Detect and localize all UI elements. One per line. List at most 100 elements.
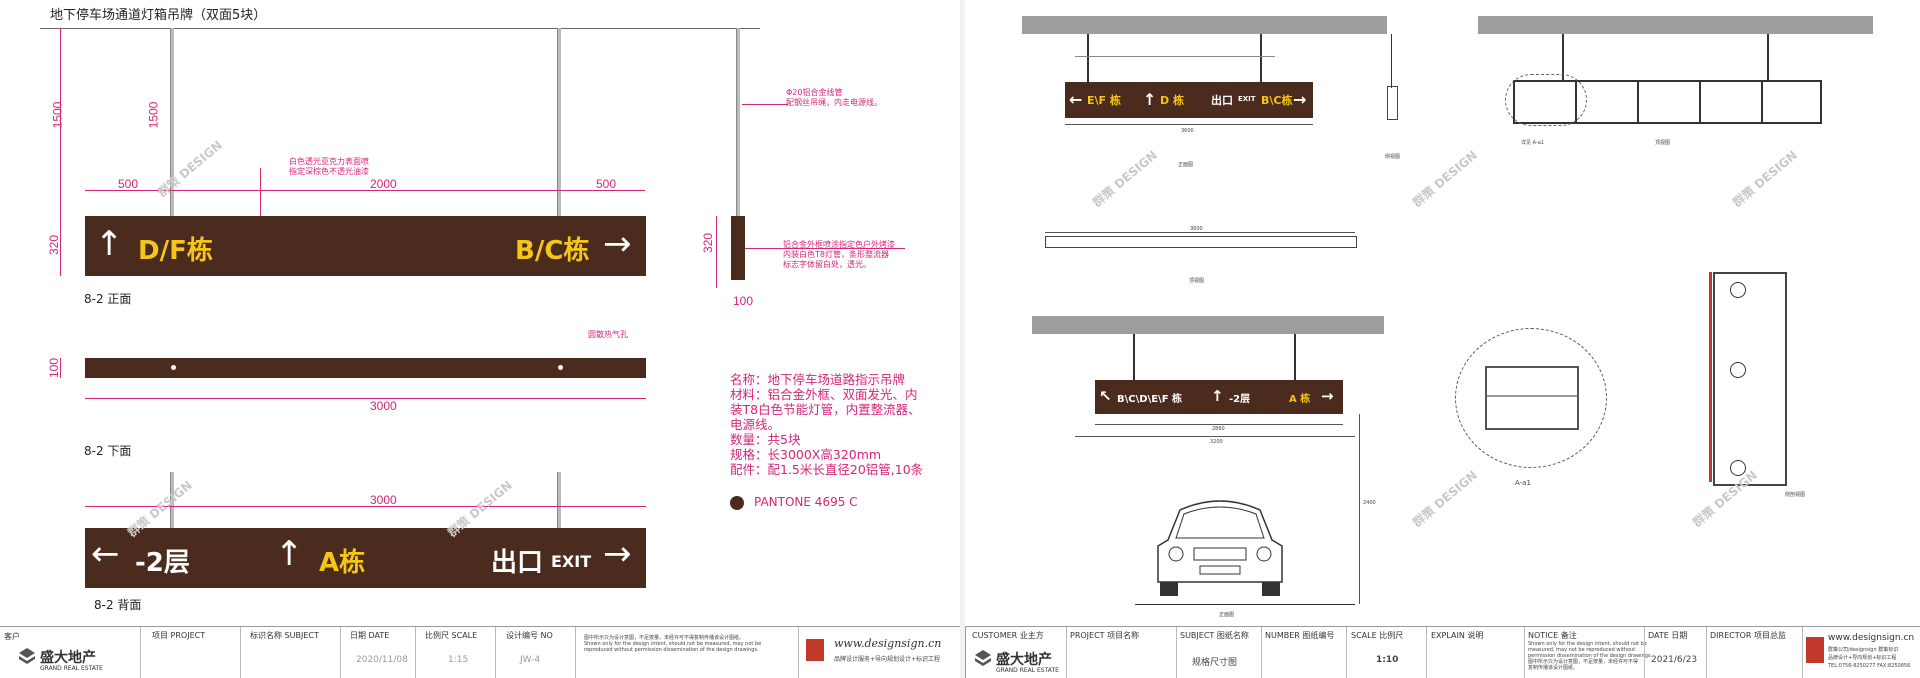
- dim-320: 320: [47, 234, 62, 256]
- leader-line: [742, 104, 788, 105]
- date-header: 日期 DATE: [350, 631, 390, 640]
- project-header: PROJECT 项目名称: [1070, 631, 1140, 640]
- frame-note: 铝合金外框喷涂指定色户外烤漆内装白色T8灯管，条形整流器标志字体留白处，透光。: [783, 240, 895, 269]
- cell-divider: [340, 627, 341, 678]
- vent-hole: [171, 365, 176, 370]
- dim-3000: 3000: [370, 493, 397, 507]
- detail-label: 详见 A-a1: [1521, 140, 1544, 146]
- cell-divider: [1644, 627, 1645, 678]
- back-view-label: 8-2 背面: [94, 598, 142, 612]
- cell-divider: [1426, 627, 1427, 678]
- aa1-label: A-a1: [1515, 479, 1531, 487]
- dim-1500: 1500: [146, 101, 161, 129]
- cell-divider: [1802, 627, 1803, 678]
- hanging-rod: [1562, 34, 1564, 80]
- drawing-title: 地下停车场通道灯箱吊牌（双面5块）: [50, 8, 267, 23]
- logo-text: 盛大地产: [996, 652, 1052, 668]
- contact-text: TEL:0756-8250277 FAX:8250856: [1828, 663, 1911, 669]
- dim-3600: 3600: [1181, 128, 1194, 134]
- arrow-left-icon: ←: [91, 534, 120, 574]
- right-drawing-sheet: ← E\F 栋 ↑ D 栋 出口 EXIT B\C栋 → 3600 正面图 侧视…: [965, 0, 1920, 678]
- hanging-rod: [1087, 34, 1089, 82]
- section-edge: [1709, 272, 1712, 482]
- dim-2000: 2000: [370, 177, 397, 191]
- arrow-up-icon: ↑: [1143, 90, 1157, 109]
- website-subtext-2: 品牌设计+导向规划+标识工程: [1828, 655, 1897, 661]
- website-subtext: 品牌设计服务+导向规划设计+标识工程: [834, 656, 941, 663]
- dim-2860: 2860: [1212, 426, 1225, 432]
- dim-500: 500: [118, 177, 139, 191]
- seal-logo-icon: [1806, 637, 1824, 663]
- arrow-right-icon: →: [1321, 387, 1334, 405]
- side-view-panel: [731, 216, 745, 280]
- dimension-line: [1075, 436, 1355, 437]
- vent-hole: [558, 365, 563, 370]
- seal-logo-icon: [806, 639, 824, 661]
- watermark: 群策 DESIGN: [1090, 148, 1160, 210]
- dim-2400: 2400: [1363, 500, 1376, 506]
- hanging-rod: [1294, 334, 1296, 380]
- website-text: www.designsign.cn: [1828, 633, 1915, 643]
- title-block: 客户 盛大地产 GRAND REAL ESTATE 项目 PROJECT 标识名…: [0, 626, 960, 678]
- back-exit-en: EXIT: [551, 552, 592, 571]
- sign1-text1: E\F 栋: [1087, 94, 1121, 107]
- elevation-sign-panel: ← E\F 栋 ↑ D 栋 出口 EXIT B\C栋 →: [1065, 82, 1313, 118]
- notice-text: 图中所示只为设计意图，不足按量，未经许可不得复制传播该设计图纸。Shown on…: [584, 635, 762, 653]
- scale-header: SCALE 比例尺: [1351, 631, 1404, 640]
- front-right-text: B/C栋: [515, 236, 590, 266]
- ceiling-slab: [1022, 16, 1387, 34]
- dimension-line: [716, 216, 717, 288]
- watermark: 群策 DESIGN: [1410, 148, 1480, 210]
- sign1-text5: B\C栋: [1261, 94, 1293, 107]
- front-view-label: 正面图: [1178, 162, 1194, 168]
- back-building-text: A栋: [319, 548, 366, 578]
- detail-section: [1485, 366, 1579, 430]
- website-text: www.designsign.cn: [834, 637, 942, 650]
- cable-note: Φ20铝合金线管配钢丝吊绳，内走电源线。: [786, 88, 882, 107]
- back-exit-cn: 出口: [491, 548, 544, 578]
- sheet-divider: [960, 0, 965, 678]
- car-view-label: 正面图: [1219, 612, 1235, 618]
- sign2-text2: -2层: [1229, 394, 1251, 405]
- cell-divider: [575, 627, 576, 678]
- front-sign-panel: ↑ D/F栋 B/C栋 →: [85, 216, 646, 276]
- arrow-left-icon: ←: [1069, 90, 1083, 109]
- top-view-label: 顶视图: [1189, 278, 1205, 284]
- scale-value: 1:15: [448, 655, 469, 665]
- logo-subtext: GRAND REAL ESTATE: [996, 667, 1059, 674]
- cell-divider: [240, 627, 241, 678]
- website-subtext: 群策公司/designsign 群策标识: [1828, 647, 1899, 653]
- cell-divider: [1346, 627, 1347, 678]
- number-value: JW-4: [520, 655, 541, 665]
- tube-circle: [1730, 282, 1746, 298]
- ground-line: [1135, 604, 1355, 605]
- detail-circle: [1455, 328, 1607, 468]
- front-view-label: 8-2 正面: [84, 292, 132, 306]
- cell-divider: [140, 627, 141, 678]
- cell-divider: [1261, 627, 1262, 678]
- car-icon: [1157, 500, 1283, 596]
- pantone-label: PANTONE 4695 C: [754, 495, 858, 509]
- number-header: NUMBER 图纸编号: [1265, 631, 1335, 640]
- cell-divider: [1706, 627, 1707, 678]
- sign1-text2: D 栋: [1160, 94, 1184, 107]
- pantone-swatch: [730, 496, 744, 510]
- hanging-pole: [170, 28, 174, 218]
- dim-100: 100: [733, 294, 754, 308]
- dim-100: 100: [47, 357, 62, 379]
- arrow-up-icon: ↑: [1211, 387, 1224, 405]
- watermark: 群策 DESIGN: [1730, 148, 1800, 210]
- company-logo-icon: [975, 650, 991, 666]
- detail-callout-circle: [1505, 74, 1587, 126]
- arrow-up-icon: ↑: [95, 224, 124, 264]
- light-note: 白色透光亚克力表面喷指定深棕色不透光油漆: [289, 157, 369, 176]
- vent-note: 圆散热气孔: [588, 330, 628, 339]
- arrow-right-icon: →: [1293, 90, 1307, 109]
- director-header: DIRECTOR 项目总监: [1710, 631, 1787, 640]
- hanging-rod: [1260, 34, 1262, 82]
- sign1-text4: EXIT: [1238, 95, 1256, 103]
- leader-line: [260, 168, 261, 224]
- hanging-pole: [557, 28, 561, 218]
- side-profile: [1387, 86, 1398, 120]
- hanging-pole: [736, 28, 740, 218]
